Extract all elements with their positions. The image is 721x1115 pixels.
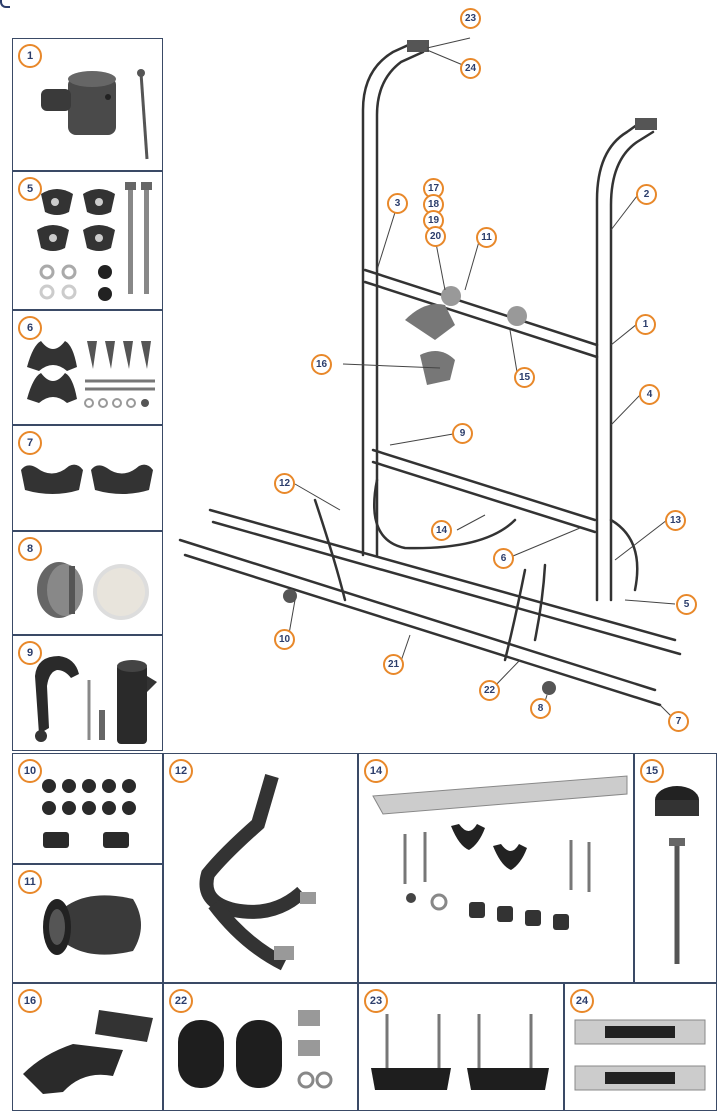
part-number-10: 10 <box>18 759 42 783</box>
part-number-12: 12 <box>169 759 193 783</box>
callout-11: 11 <box>476 227 497 248</box>
part-number-15: 15 <box>640 759 664 783</box>
part-panel-23: 23 <box>358 983 564 1111</box>
part-number-23: 23 <box>364 989 388 1013</box>
part-number-9: 9 <box>18 641 42 665</box>
part-panel-14: 14 <box>358 753 634 983</box>
callout-15: 15 <box>514 367 535 388</box>
assembly-drawing <box>178 37 682 721</box>
part-14-illustration <box>372 775 628 930</box>
part-9-illustration <box>35 656 157 744</box>
part-12-illustration <box>199 774 316 971</box>
part-panel-6: 6 <box>12 310 163 425</box>
part-panel-22: 22 <box>163 983 358 1111</box>
bike-rack-assembly-diagram: 23 24 17 18 19 20 3 11 2 1 16 15 4 9 12 … <box>165 0 721 750</box>
callout-4: 4 <box>639 384 660 405</box>
callout-20: 20 <box>425 226 446 247</box>
callout-3: 3 <box>387 193 408 214</box>
callout-7: 7 <box>668 711 689 732</box>
callout-5: 5 <box>676 594 697 615</box>
callout-2: 2 <box>636 184 657 205</box>
part-8-illustration <box>37 562 149 620</box>
callout-16: 16 <box>311 354 332 375</box>
part-number-8: 8 <box>18 537 42 561</box>
callout-6: 6 <box>493 548 514 569</box>
callout-13: 13 <box>665 510 686 531</box>
part-6-illustration <box>27 341 155 408</box>
part-number-6: 6 <box>18 316 42 340</box>
part-panel-24: 24 <box>564 983 717 1111</box>
part-number-22: 22 <box>169 989 193 1013</box>
part-10-illustration <box>42 779 136 848</box>
part-1-illustration <box>41 69 149 160</box>
part-number-7: 7 <box>18 431 42 455</box>
part-5-illustration <box>37 182 152 301</box>
callout-12: 12 <box>274 473 295 494</box>
part-panel-11: 11 <box>12 864 163 983</box>
part-15-illustration <box>655 786 699 964</box>
callout-23: 23 <box>460 8 481 29</box>
callout-14: 14 <box>431 520 452 541</box>
part-panel-8: 8 <box>12 531 163 635</box>
part-number-11: 11 <box>18 870 42 894</box>
callout-9: 9 <box>452 423 473 444</box>
part-number-24: 24 <box>570 989 594 1013</box>
part-panel-12: 12 <box>163 753 358 983</box>
part-11-illustration <box>43 895 141 955</box>
part-number-16: 16 <box>18 989 42 1013</box>
part-7-illustration <box>21 464 153 494</box>
callout-8: 8 <box>530 698 551 719</box>
part-number-1: 1 <box>18 44 42 68</box>
part-panel-16: 16 <box>12 983 163 1111</box>
corner-mark <box>0 0 10 8</box>
part-panel-10: 10 <box>12 753 163 864</box>
callout-10: 10 <box>274 629 295 650</box>
part-22-illustration <box>178 1010 333 1089</box>
part-panel-9: 9 <box>12 635 163 751</box>
part-panel-1: 1 <box>12 38 163 171</box>
callout-21: 21 <box>383 654 404 675</box>
part-16-illustration <box>23 1010 153 1094</box>
part-23-illustration <box>371 1014 549 1090</box>
part-panel-15: 15 <box>634 753 717 983</box>
part-panel-7: 7 <box>12 425 163 531</box>
part-number-14: 14 <box>364 759 388 783</box>
callout-1: 1 <box>635 314 656 335</box>
part-panel-5: 5 <box>12 171 163 310</box>
part-number-5: 5 <box>18 177 42 201</box>
callout-22: 22 <box>479 680 500 701</box>
callout-24: 24 <box>460 58 481 79</box>
part-24-illustration <box>574 1019 706 1091</box>
